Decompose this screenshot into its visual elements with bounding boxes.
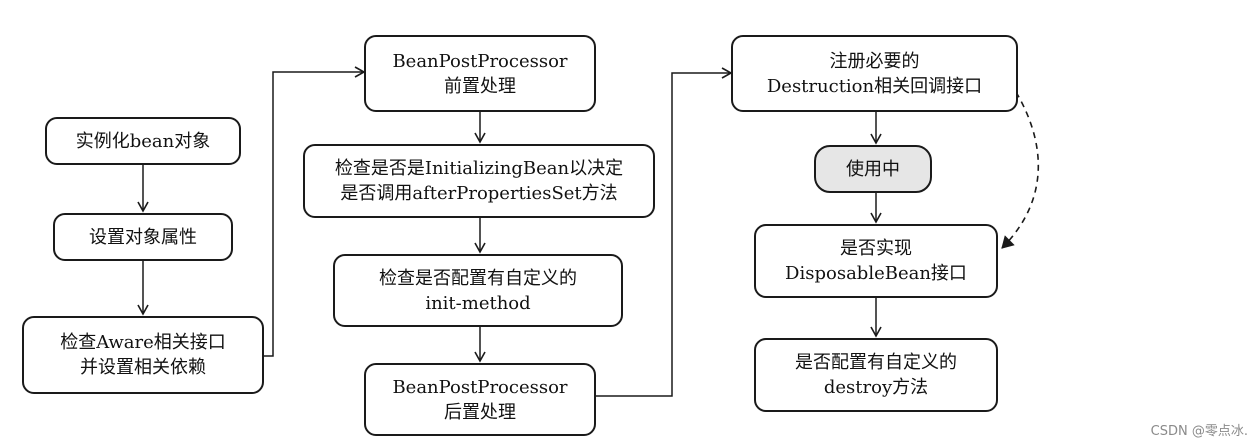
node-line: 检查是否是InitializingBean以决定 [334, 158, 624, 179]
node-line: Destruction相关回调接口 [766, 75, 983, 97]
node-line: init-method [425, 292, 531, 314]
node-line: 检查Aware相关接口 [60, 332, 226, 353]
node-line: 前置处理 [444, 75, 516, 97]
node-line: 检查是否配置有自定义的 [379, 267, 577, 289]
node-line: destroy方法 [823, 377, 929, 398]
node-line: 是否配置有自定义的 [795, 352, 957, 373]
node-disposable-bean: 是否实现 DisposableBean接口 [754, 224, 998, 298]
node-line: 是否实现 [840, 238, 912, 259]
watermark: CSDN @零点冰. [1150, 424, 1248, 439]
dashed-arrow-register-to-disposable [1001, 91, 1040, 249]
arrow-aware-to-bpp-before [264, 66, 366, 357]
node-line: 实例化bean对象 [75, 130, 211, 152]
node-line: 使用中 [846, 158, 900, 180]
node-in-use: 使用中 [814, 145, 932, 193]
node-destroy-method: 是否配置有自定义的 destroy方法 [754, 338, 998, 412]
arrow-bpp-after-to-register [596, 67, 733, 397]
node-line: 注册必要的 [829, 50, 920, 72]
node-line: BeanPostProcessor [392, 376, 568, 398]
node-line: 是否调用afterPropertiesSet方法 [340, 183, 618, 204]
node-line: 并设置相关依赖 [80, 357, 206, 378]
node-bpp-after: BeanPostProcessor 后置处理 [364, 363, 596, 436]
node-bpp-before: BeanPostProcessor 前置处理 [364, 35, 596, 112]
node-initializing-bean: 检查是否是InitializingBean以决定 是否调用afterProper… [303, 144, 655, 218]
node-set-properties: 设置对象属性 [53, 213, 233, 261]
node-check-aware: 检查Aware相关接口 并设置相关依赖 [22, 316, 264, 394]
node-instantiate-bean: 实例化bean对象 [45, 117, 241, 165]
node-init-method: 检查是否配置有自定义的 init-method [333, 254, 623, 327]
node-line: DisposableBean接口 [785, 263, 967, 284]
node-line: BeanPostProcessor [392, 50, 568, 72]
node-line: 设置对象属性 [89, 226, 197, 248]
node-line: 后置处理 [444, 401, 516, 423]
node-register-destruction: 注册必要的 Destruction相关回调接口 [731, 35, 1018, 112]
